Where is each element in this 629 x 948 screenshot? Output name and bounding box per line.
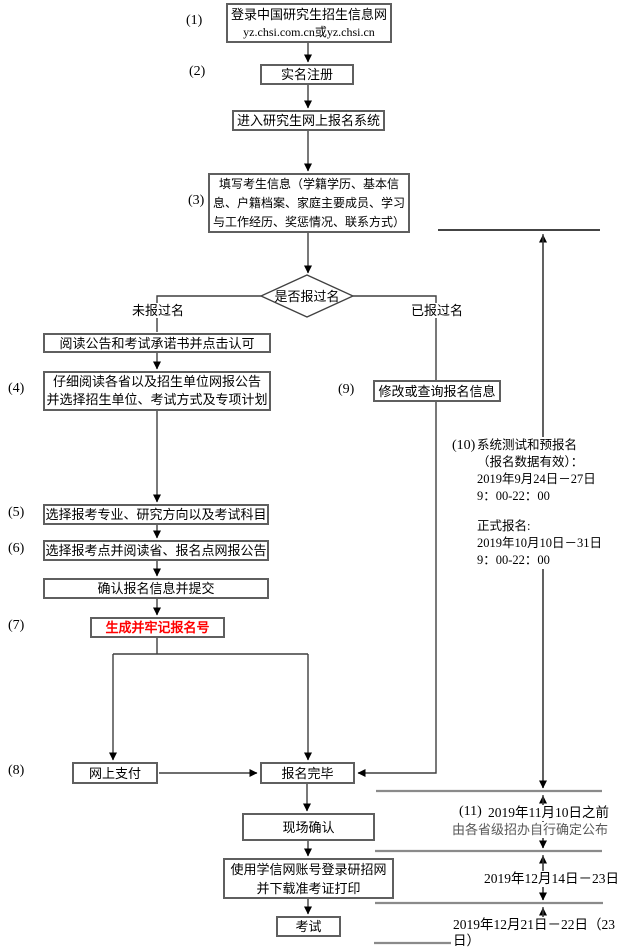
step-num-7: (7) [8, 618, 25, 633]
step-box-enter-system: 进入研究生网上报名系统 [232, 110, 385, 131]
step-box-exam: 考试 [276, 916, 341, 937]
step-box-choose-site: 选择报考点并阅读省、报名点网报公告 [43, 540, 269, 561]
step-num-4: (4) [8, 381, 25, 396]
step-box-read-notice: 阅读公告和考试承诺书并点击认可 [43, 333, 271, 353]
step-box-choose-unit: 仔细阅读各省以及招生单位网报公告 并选择招生单位、考试方式及专项计划 [43, 371, 271, 411]
step-box-choose-major: 选择报考专业、研究方向以及考试科目 [43, 504, 269, 525]
timeline-num-11: (11) [459, 804, 482, 820]
timeline-official-registration-dates: 正式报名: 2019年10月10日－31日 9：00-22：00 [477, 519, 603, 567]
step-box-modify-query: 修改或查询报名信息 [373, 380, 501, 402]
step-box-login: 登录中国研究生招生信息网 yz.chsi.com.cn或yz.chsi.cn [226, 3, 392, 43]
step-box-complete: 报名完毕 [260, 762, 355, 784]
step-num-5: (5) [8, 505, 25, 520]
step-num-8: (8) [8, 763, 25, 778]
step-num-2: (2) [189, 64, 206, 79]
timeline-note-registration: (10) 系统测试和预报名 （报名数据有效）： 2019年9月24日－27日 9… [452, 437, 608, 569]
step-num-9: (9) [338, 382, 355, 397]
step-num-3: (3) [188, 193, 205, 208]
step-box-download-ticket: 使用学信网账号登录研招网 并下载准考证打印 [223, 858, 394, 899]
branch-label-registered: 已报过名 [410, 303, 465, 318]
step-num-1: (1) [186, 13, 203, 28]
step-num-6: (6) [8, 541, 25, 556]
step-box-register: 实名注册 [260, 64, 354, 85]
timeline-announce-date: 2019年11月10日之前 [486, 805, 611, 821]
timeline-pre-registration-dates: 系统测试和预报名 （报名数据有效）： 2019年9月24日－27日 9：00-2… [477, 438, 596, 503]
decision-label: 是否报过名 [274, 289, 340, 304]
login-site-url: yz.chsi.com.cn或yz.chsi.cn [243, 25, 375, 39]
step-box-fill-info: 填写考生信息（学籍学历、基本信 息、户籍档案、家庭主要成员、学习 与工作经历、奖… [208, 173, 410, 233]
branch-label-not-registered: 未报过名 [131, 303, 186, 318]
login-site-name: 登录中国研究生招生信息网 [230, 7, 387, 22]
timeline-num-10: (10) [452, 438, 476, 453]
timeline-exam-period: 2019年12月21日－22日（23日） [451, 917, 629, 948]
decision-diamond [259, 274, 355, 318]
step-box-onsite-confirm: 现场确认 [242, 813, 375, 841]
timeline-onsite-period: 2019年12月14日－23日 [482, 871, 621, 887]
step-box-pay-online: 网上支付 [72, 762, 158, 784]
step-box-confirm-submit: 确认报名信息并提交 [43, 578, 269, 599]
timeline-announce-note: 由各省级招办自行确定公布 [450, 822, 611, 838]
step-box-generate-number: 生成并牢记报名号 [90, 617, 225, 638]
